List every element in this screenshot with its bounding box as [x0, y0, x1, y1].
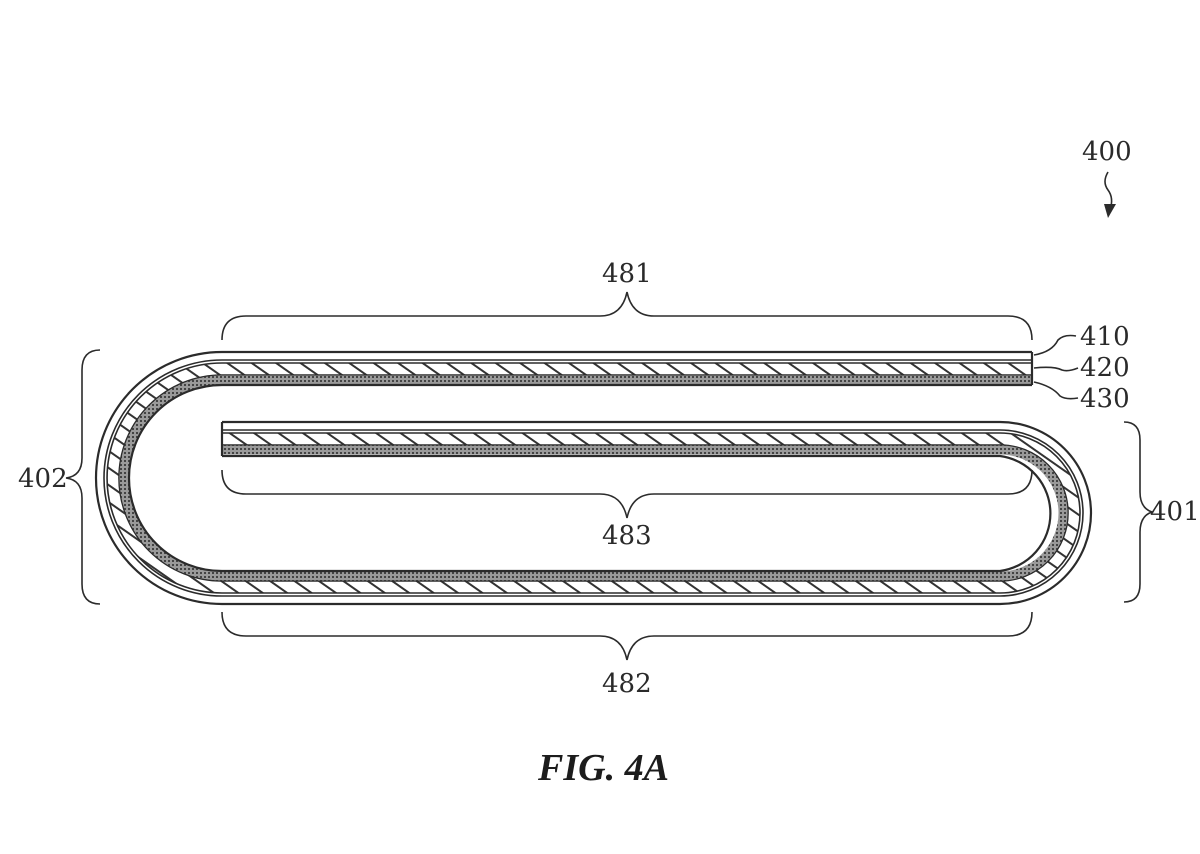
- layer-430-edge: [127, 383, 1052, 573]
- label-402: 402: [18, 464, 68, 494]
- leader-430: [1033, 381, 1079, 400]
- reference-numerals: 400 481 410 420 430 402 401 483 482: [18, 137, 1200, 699]
- label-430: 430: [1080, 384, 1130, 414]
- label-483: 483: [602, 521, 652, 551]
- label-401: 401: [1150, 497, 1200, 527]
- brace-483: [221, 469, 1033, 519]
- label-410: 410: [1080, 322, 1130, 352]
- laminate: [94, 350, 1093, 606]
- layer-410-outline: [94, 350, 1093, 606]
- brace-402: [65, 349, 101, 605]
- label-400: 400: [1082, 137, 1132, 167]
- brace-401: [1123, 421, 1155, 603]
- braces: [65, 291, 1155, 661]
- layer-420-edge-a: [106, 362, 1081, 594]
- layer-430-fill: [119, 375, 1068, 581]
- layer-420-hatch: [107, 363, 1080, 593]
- layer-420-edge-b: [118, 374, 1069, 582]
- brace-482: [221, 611, 1033, 661]
- brace-481: [221, 291, 1033, 341]
- arrow-400-head: [1104, 204, 1116, 218]
- leader-410: [1033, 334, 1077, 356]
- leader-420: [1033, 366, 1079, 372]
- label-482: 482: [602, 669, 652, 699]
- leader-400: [1104, 171, 1113, 211]
- figure-caption: FIG. 4A: [537, 747, 669, 789]
- leader-lines: [1033, 171, 1116, 400]
- layer-410-inner-edge: [103, 359, 1084, 597]
- label-481: 481: [602, 259, 652, 289]
- label-420: 420: [1080, 353, 1130, 383]
